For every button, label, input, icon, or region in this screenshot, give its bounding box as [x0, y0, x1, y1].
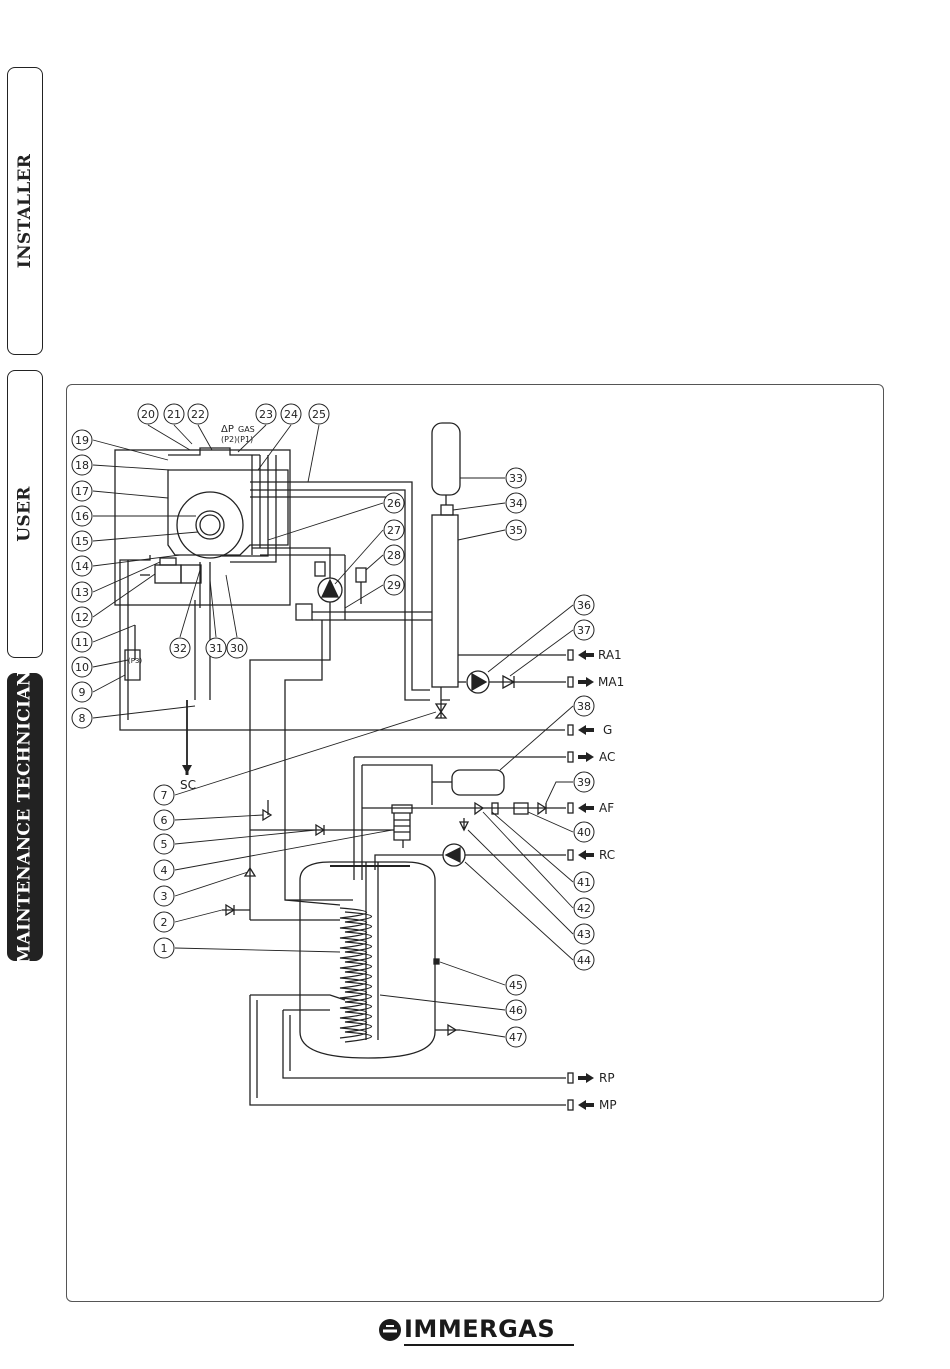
connection-rp: RP	[599, 1071, 615, 1085]
heat-exchanger	[177, 492, 243, 558]
callout-number-38: 38	[577, 700, 591, 713]
callout-number-7: 7	[161, 789, 168, 802]
callout-number-45: 45	[509, 979, 523, 992]
callout-number-39: 39	[577, 776, 591, 789]
upper-coil	[340, 908, 372, 1002]
callout-number-10: 10	[75, 661, 89, 674]
flow-arrows	[182, 650, 594, 1110]
connection-ma1: MA1	[598, 675, 624, 689]
callout-number-35: 35	[509, 524, 523, 537]
callout-number-22: 22	[191, 408, 205, 421]
callout-number-5: 5	[161, 838, 168, 851]
callout-number-16: 16	[75, 510, 89, 523]
label-delta-p: ΔP	[221, 424, 234, 435]
connection-ac: AC	[599, 750, 615, 764]
callout-number-34: 34	[509, 497, 523, 510]
callout-number-1: 1	[161, 942, 168, 955]
callout-number-4: 4	[161, 864, 168, 877]
connection-rc: RC	[599, 848, 615, 862]
label-p1: (P1)	[237, 435, 253, 444]
hydraulic-separator	[432, 515, 458, 687]
lower-coil	[340, 998, 372, 1042]
callout-number-6: 6	[161, 814, 168, 827]
callout-number-15: 15	[75, 535, 89, 548]
callout-number-25: 25	[312, 408, 326, 421]
callout-number-17: 17	[75, 485, 89, 498]
callout-number-28: 28	[387, 549, 401, 562]
callout-number-32: 32	[173, 642, 187, 655]
callout-number-33: 33	[509, 472, 523, 485]
callout-number-37: 37	[577, 624, 591, 637]
callout-number-23: 23	[259, 408, 273, 421]
callout-number-44: 44	[577, 954, 591, 967]
callout-number-21: 21	[167, 408, 181, 421]
callout-number-47: 47	[509, 1031, 523, 1044]
callout-number-13: 13	[75, 586, 89, 599]
callout-number-27: 27	[387, 524, 401, 537]
label-sc: SC	[180, 778, 196, 792]
connection-ra1: RA1	[598, 648, 622, 662]
callout-number-2: 2	[161, 916, 168, 929]
burner-core	[200, 515, 220, 535]
callout-number-8: 8	[79, 712, 86, 725]
callout-number-11: 11	[75, 636, 89, 649]
callout-number-3: 3	[161, 890, 168, 903]
callout-number-40: 40	[577, 826, 591, 839]
gas-cock	[125, 650, 140, 680]
callout-number-9: 9	[79, 686, 86, 699]
expansion-vessel	[432, 423, 460, 495]
boiler-casing	[115, 450, 290, 605]
combustion-chamber	[168, 470, 288, 555]
callout-number-12: 12	[75, 611, 89, 624]
connection-g: G	[603, 723, 612, 737]
callout-number-46: 46	[509, 1004, 523, 1017]
brand-name: IMMERGAS	[404, 1315, 555, 1343]
callout-number-24: 24	[284, 408, 298, 421]
label-p3: (P3)	[128, 657, 142, 665]
connection-labels: RA1 MA1 G AC AF RC RP MP	[598, 648, 624, 1112]
callout-number-29: 29	[387, 579, 401, 592]
callout-number-14: 14	[75, 560, 89, 573]
callout-number-42: 42	[577, 902, 591, 915]
label-gas: GAS	[238, 425, 255, 434]
callout-number-26: 26	[387, 497, 401, 510]
callout-number-31: 31	[209, 642, 223, 655]
label-p2: (P2)	[221, 435, 237, 444]
callout-number-18: 18	[75, 459, 89, 472]
callout-number-30: 30	[230, 642, 244, 655]
callout-number-20: 20	[141, 408, 155, 421]
callout-number-41: 41	[577, 876, 591, 889]
dhw-expansion-vessel	[452, 770, 504, 795]
callout-number-43: 43	[577, 928, 591, 941]
connection-af: AF	[599, 801, 614, 815]
callout-number-19: 19	[75, 434, 89, 447]
connection-mp: MP	[599, 1098, 617, 1112]
callout-number-36: 36	[577, 599, 591, 612]
